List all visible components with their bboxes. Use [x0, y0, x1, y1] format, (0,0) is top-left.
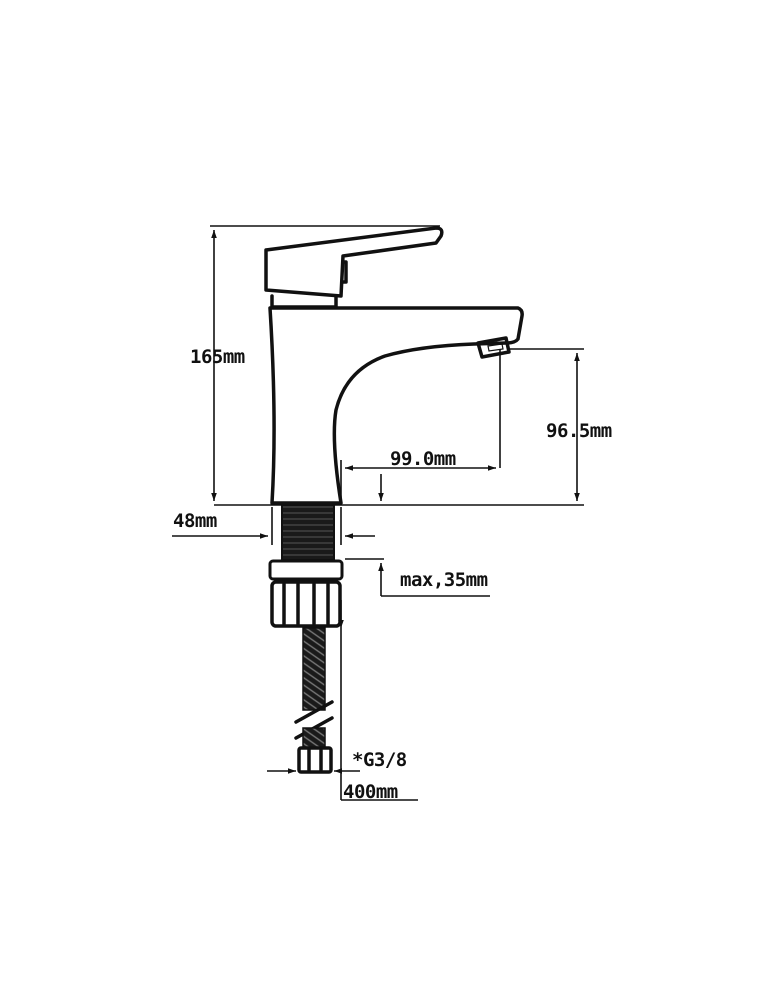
body-and-spout — [268, 306, 524, 505]
label-spout-reach: 99.0mm — [390, 448, 456, 470]
mounting-nut-facets — [282, 582, 330, 626]
aerator-inner — [487, 343, 504, 352]
dim-spout-reach: 99.0mm — [345, 448, 496, 471]
label-spout-height: 96.5mm — [546, 420, 612, 442]
hose-end-nut-facets — [307, 748, 323, 772]
lever-nub — [341, 260, 348, 284]
handle-lever — [264, 226, 444, 298]
mounting-nut — [270, 580, 342, 628]
dim-height-total: 165mm — [190, 230, 245, 501]
hose-upper — [302, 627, 326, 711]
dim-spout-height: 96.5mm — [546, 353, 612, 501]
dim-max-thickness: max,35mm — [345, 474, 490, 597]
threaded-shank — [281, 504, 335, 561]
label-height-total: 165mm — [190, 346, 245, 368]
dim-hose: *G3/8 400mm — [267, 600, 418, 803]
hose-end-nut — [297, 746, 333, 774]
label-connection-thread: *G3/8 — [352, 749, 407, 771]
reference-lines — [210, 225, 584, 506]
aerator — [476, 336, 511, 359]
faucet-body — [264, 226, 524, 505]
mounting-assembly — [268, 504, 344, 774]
washer — [268, 559, 344, 581]
label-max-thickness: max,35mm — [400, 569, 488, 591]
hose-lower — [302, 727, 326, 749]
cartridge-collar — [270, 294, 338, 309]
label-base-diameter: 48mm — [173, 510, 217, 532]
label-hose-length: 400mm — [343, 781, 398, 803]
dim-base-diameter: 48mm — [172, 507, 375, 545]
